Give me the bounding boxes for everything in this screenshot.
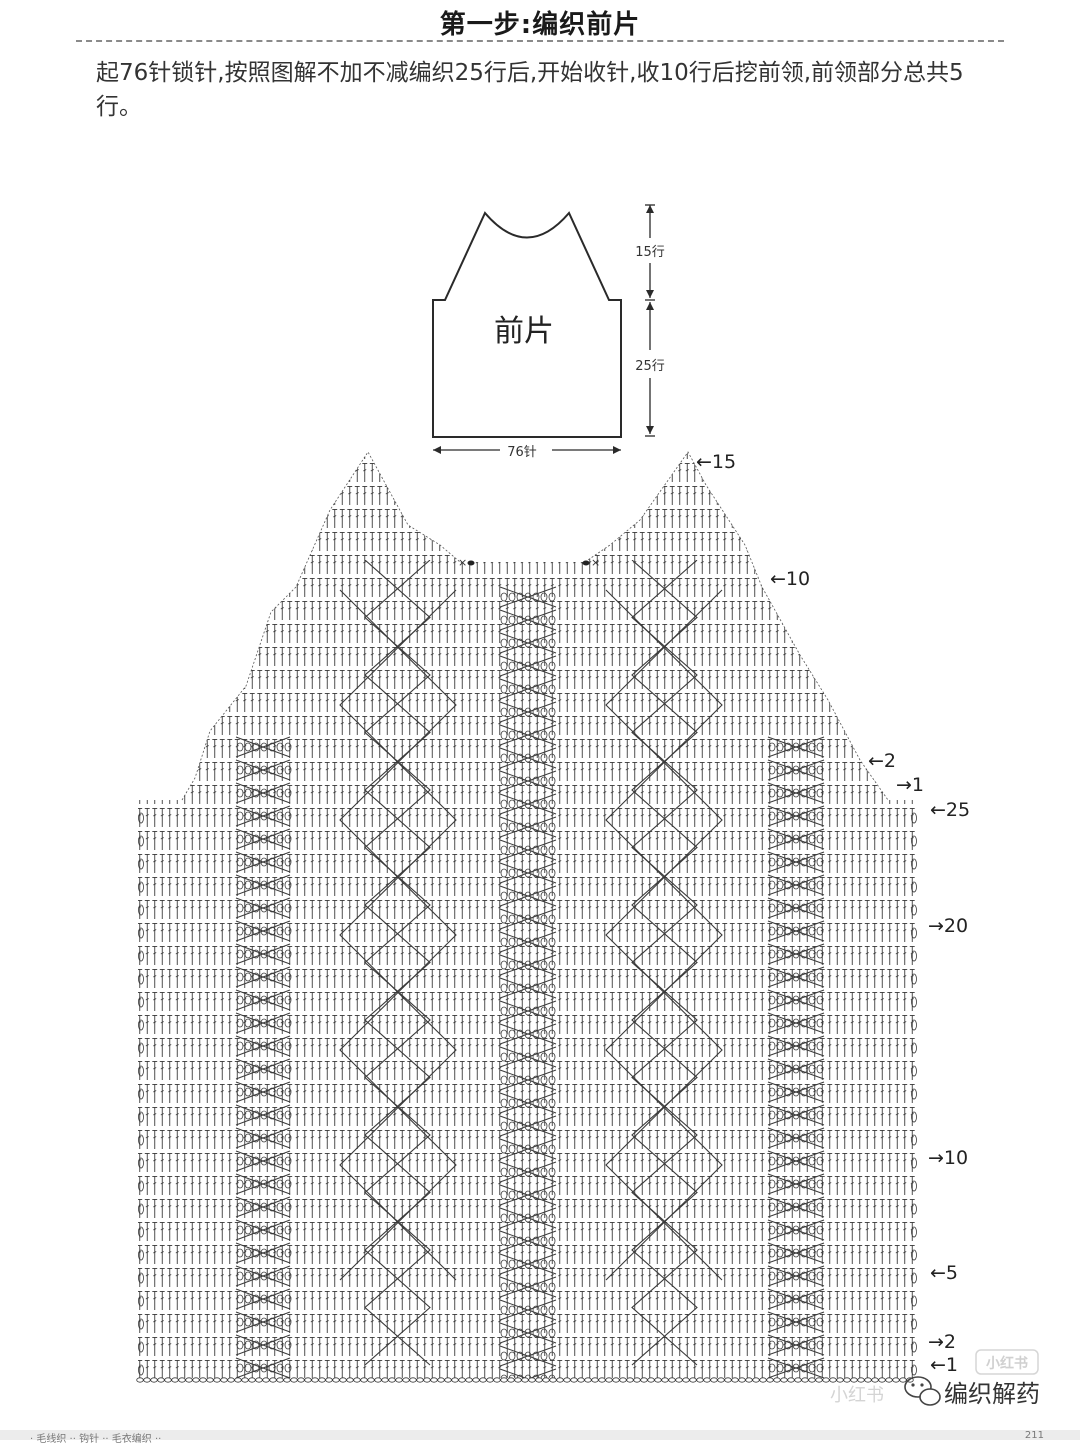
footer-bar (0, 1430, 1080, 1440)
neck-chain-left (467, 560, 475, 566)
lower-height-label: 25行 (635, 359, 665, 374)
shaping-outline (181, 451, 889, 801)
row-marker-shaping-1: →1 (896, 774, 924, 796)
page-title: 第一步:编织前片 (439, 10, 641, 40)
account-name: 编织解药 (944, 1380, 1040, 1408)
edge-stitches (138, 812, 917, 1376)
post-stitch-ovals (236, 592, 824, 1378)
watermark: 小红书 小红书 编织解药 (830, 1349, 1040, 1408)
instructions-text: 起76针锁针,按照图解不加不减编织25行后,开始收针,收10行后挖前领,前领部分… (96, 60, 964, 120)
title-divider (76, 40, 1004, 42)
row-marker-shaping-15: ←15 (696, 451, 736, 473)
xiaohongshu-text: 小红书 (830, 1385, 884, 1406)
row-marker-shaping-10: ←10 (770, 568, 810, 590)
upper-height-label: 15行 (635, 245, 665, 260)
row-marker-body-10: →10 (928, 1147, 968, 1169)
width-dimension-label: 76针 (507, 445, 537, 460)
row-marker-body-1: ←1 (930, 1354, 958, 1376)
neck-slip-stitch-left: × (458, 556, 467, 569)
footer-left-text: · 毛线织 ·· 钩针 ·· 毛衣编织 ·· (30, 1434, 162, 1445)
neck-slip-stitch-right: × (591, 556, 600, 569)
foundation-chain-row (136, 1377, 914, 1383)
row-marker-body-5: ←5 (930, 1262, 958, 1284)
schematic-label: 前片 (494, 314, 554, 349)
row-marker-body-20: →20 (928, 915, 968, 937)
row-marker-shaping-2: ←2 (868, 750, 896, 772)
schematic-outline (432, 211, 622, 438)
schematic: 前片 76针 15行 25行 (432, 204, 665, 460)
row-markers: ←25 →20 →10 ←5 →2 ←1 →1 ←2 ←10 ←15 (696, 451, 970, 1376)
page-number: 211 (1024, 1430, 1044, 1441)
xiaohongshu-logo-box (975, 1349, 1039, 1375)
row-marker-body-25: ←25 (930, 799, 970, 821)
xiaohongshu-logo: 小红书 (986, 1355, 1028, 1372)
neck-chain-right (582, 560, 590, 566)
row-marker-body-2: →2 (928, 1331, 956, 1353)
wechat-icon (904, 1376, 941, 1406)
cable-crossings (235, 560, 825, 1378)
